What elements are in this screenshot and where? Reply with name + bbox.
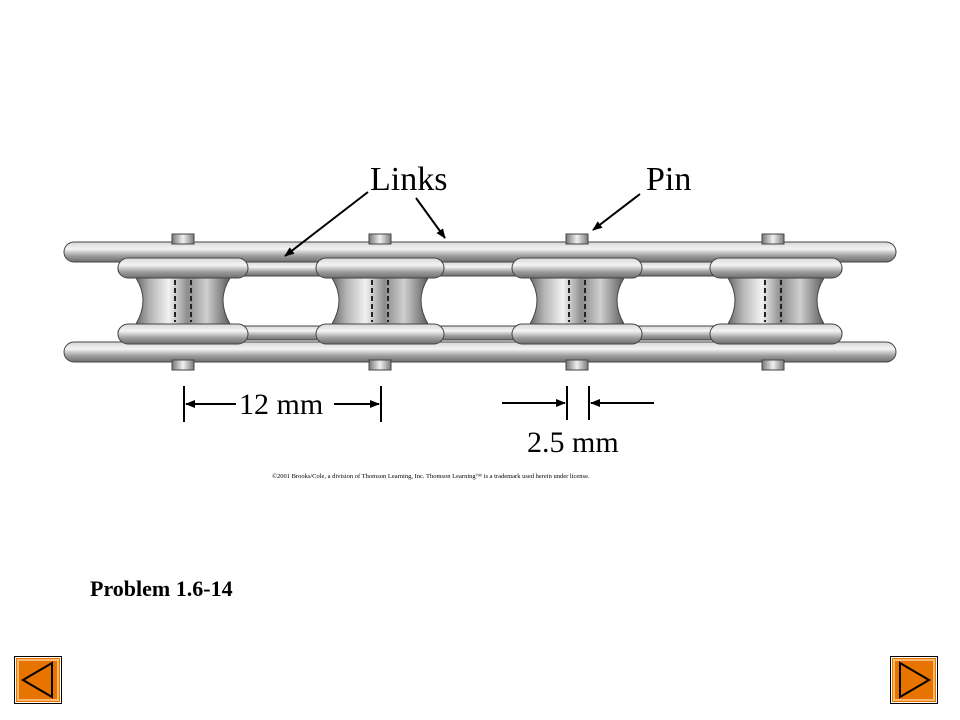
pins [171, 233, 785, 371]
dimension-pitch: 12 mm [183, 386, 382, 422]
previous-slide-button[interactable] [14, 656, 62, 704]
label-pin: Pin [646, 161, 691, 198]
problem-title: Problem 1.6-14 [90, 576, 233, 601]
leader-arrow-links-right [415, 197, 446, 239]
label-links: Links [370, 161, 447, 198]
leader-arrow-pin [592, 193, 641, 231]
roller [511, 257, 643, 345]
roller [117, 257, 249, 345]
outer-link-plates [63, 241, 897, 363]
roller [709, 257, 843, 345]
dimension-pin: 2.5 mm [502, 386, 654, 459]
leader-arrow-links-left [284, 191, 369, 257]
copyright-notice: ©2001 Brooks/Cole, a division of Thomson… [272, 473, 590, 480]
dimension-pin-label: 2.5 mm [527, 426, 619, 459]
dimension-pitch-label: 12 mm [239, 388, 323, 421]
next-slide-button[interactable] [890, 656, 938, 704]
roller [315, 257, 445, 345]
left-triangle-icon [16, 658, 60, 702]
rollers [117, 257, 843, 345]
right-triangle-icon [892, 658, 936, 702]
